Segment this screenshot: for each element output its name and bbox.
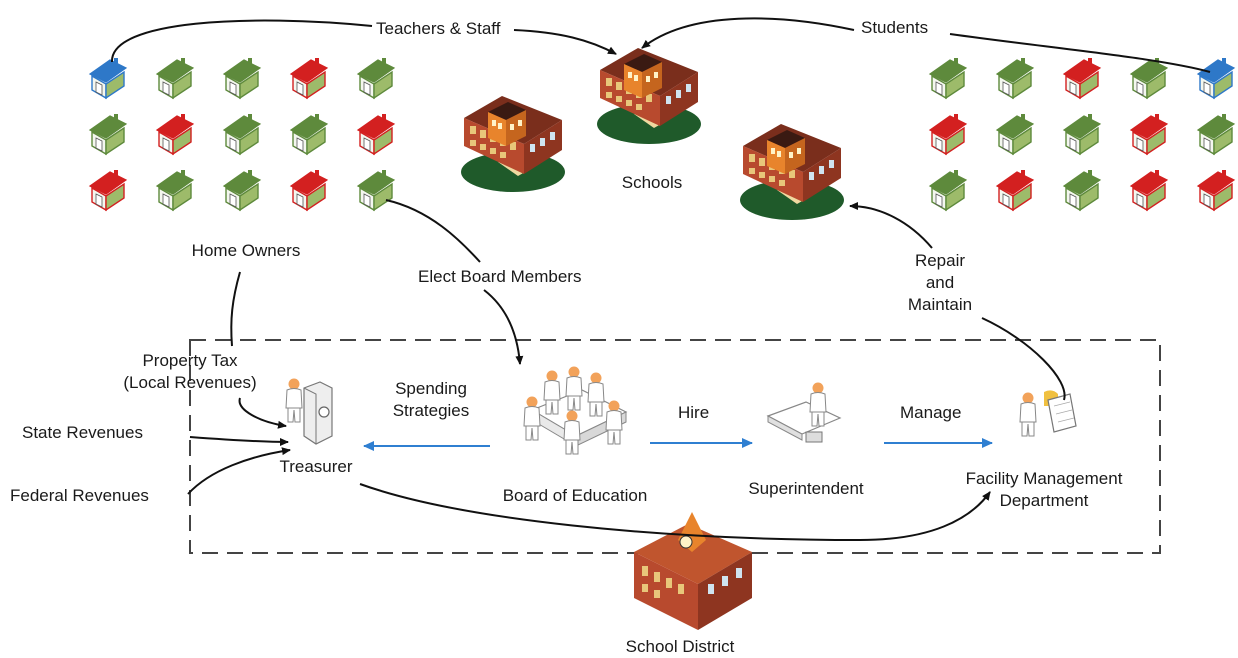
facility-management-line: Facility Management <box>965 469 1123 488</box>
state-revenues-arrow <box>189 436 289 446</box>
students-arrow <box>641 17 855 49</box>
department-line: Department <box>999 491 1089 510</box>
school-building-icon <box>740 124 844 220</box>
elect-board-members-label: Elect Board Members <box>418 267 582 286</box>
house-icon <box>996 169 1034 211</box>
house-icon <box>996 113 1034 155</box>
students-connector <box>949 33 1211 73</box>
home-owners-houses <box>89 57 395 211</box>
school-district-building-icon <box>634 512 752 630</box>
superintendent-label: Superintendent <box>748 479 864 498</box>
property-tax-arrow <box>238 397 287 429</box>
school-building-icon <box>461 96 565 192</box>
house-icon <box>929 57 967 99</box>
federal-revenues-arrow <box>187 447 291 495</box>
repair-maintain-arrow <box>849 202 933 249</box>
house-icon <box>1197 57 1235 99</box>
superintendent-icon <box>766 382 842 443</box>
teachers-staff-connector <box>110 19 373 63</box>
connector-lines <box>110 17 1211 542</box>
strategies-line: Strategies <box>392 401 470 420</box>
repair-maintain-connector <box>981 317 1066 401</box>
house-icon <box>1197 169 1235 211</box>
manage-label: Manage <box>900 403 962 422</box>
student-houses <box>929 57 1235 211</box>
house-icon <box>996 57 1034 99</box>
house-icon <box>290 113 328 155</box>
repair-and-maintain-label: Repair and Maintain <box>890 250 990 316</box>
house-icon <box>290 169 328 211</box>
facility-management-department-label: Facility Management Department <box>944 468 1144 512</box>
school-district-boundary <box>189 339 1161 554</box>
house-icon <box>1197 113 1235 155</box>
house-icon <box>156 169 194 211</box>
house-icon <box>929 113 967 155</box>
spending-line: Spending <box>395 379 467 398</box>
house-icon <box>1130 57 1168 99</box>
federal-revenues-label: Federal Revenues <box>10 486 149 505</box>
board-of-education-icon <box>523 366 628 455</box>
spending-strategies-label: Spending Strategies <box>376 378 486 422</box>
treasurer-to-facility-connector <box>359 483 991 542</box>
house-icon <box>89 169 127 211</box>
house-icon <box>223 169 261 211</box>
house-icon <box>357 57 395 99</box>
elect-board-arrow <box>483 289 524 365</box>
property-tax-line: Property Tax <box>142 351 238 370</box>
repair-label: Repair <box>914 251 966 270</box>
facility-manager-icon <box>1019 390 1077 437</box>
house-icon <box>290 57 328 99</box>
state-revenues-label: State Revenues <box>22 423 143 442</box>
board-of-education-label: Board of Education <box>502 486 648 505</box>
house-icon <box>929 169 967 211</box>
school-district-label: School District <box>625 637 735 656</box>
house-icon <box>1130 113 1168 155</box>
treasurer-label: Treasurer <box>279 457 353 476</box>
property-tax-connector-top <box>230 271 241 347</box>
students-label: Students <box>861 18 929 37</box>
house-icon <box>1130 169 1168 211</box>
local-revenues-line: (Local Revenues) <box>123 373 257 392</box>
house-icon <box>357 113 395 155</box>
hire-label: Hire <box>678 403 710 422</box>
house-icon <box>223 57 261 99</box>
house-icon <box>223 113 261 155</box>
house-icon <box>1063 57 1101 99</box>
house-icon <box>1063 169 1101 211</box>
property-tax-label: Property Tax (Local Revenues) <box>110 350 270 394</box>
school-building-icon <box>597 48 701 144</box>
maintain-label: Maintain <box>907 295 973 314</box>
elect-board-connector <box>385 199 481 263</box>
schools-label: Schools <box>621 173 683 192</box>
home-owners-label: Home Owners <box>191 241 301 260</box>
blue-flow-arrows <box>363 438 993 451</box>
teachers-staff-arrow <box>513 29 617 55</box>
house-icon <box>357 169 395 211</box>
house-icon <box>156 113 194 155</box>
house-icon <box>89 57 127 99</box>
house-icon <box>89 113 127 155</box>
teachers-staff-label: Teachers & Staff <box>376 19 501 38</box>
and-label: and <box>925 273 955 292</box>
house-icon <box>156 57 194 99</box>
house-icon <box>1063 113 1101 155</box>
treasurer-icon <box>285 378 333 445</box>
